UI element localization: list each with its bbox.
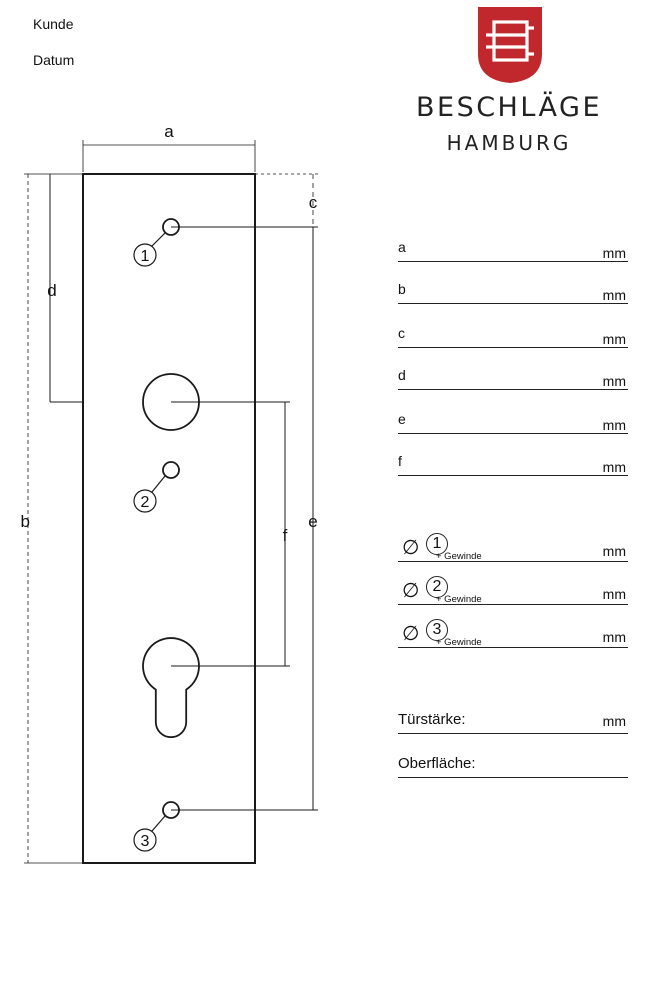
thread-note: + Gewinde bbox=[436, 551, 482, 562]
hole-1 bbox=[162, 218, 180, 236]
dim-label-c: c bbox=[309, 193, 318, 212]
datum-label: Datum bbox=[33, 52, 75, 68]
field-d-label: d bbox=[398, 367, 406, 383]
field-c-label: c bbox=[398, 325, 405, 341]
field-f-label: f bbox=[398, 453, 402, 469]
field-e-unit: mm bbox=[602, 417, 626, 433]
diameter-symbol-icon: ∅ bbox=[402, 537, 420, 559]
diameter-symbol-icon: ∅ bbox=[402, 623, 420, 645]
field-a-label: a bbox=[398, 239, 406, 255]
hole-number-3: 3 bbox=[141, 833, 150, 850]
hole-number-1: 1 bbox=[141, 248, 150, 265]
escutcheon-drawing: a b c d e f 1 2 3 bbox=[21, 122, 318, 864]
hole-number-2: 2 bbox=[141, 494, 150, 511]
diameter-field-2[interactable]: ∅ 2 + Gewinde mm bbox=[398, 574, 628, 605]
door-thickness-label: Türstärke: bbox=[398, 711, 466, 728]
handle-hole bbox=[142, 373, 200, 431]
diameter-unit: mm bbox=[602, 586, 626, 602]
diameter-field-1[interactable]: ∅ 1 + Gewinde mm bbox=[398, 531, 628, 562]
dim-label-e: e bbox=[308, 512, 317, 531]
field-f-unit: mm bbox=[602, 459, 626, 475]
thread-note: + Gewinde bbox=[436, 637, 482, 648]
hole-2 bbox=[162, 461, 180, 479]
dim-label-b: b bbox=[21, 512, 30, 531]
dim-label-d: d bbox=[47, 281, 56, 300]
field-b-label: b bbox=[398, 281, 406, 297]
diameter-number-2: 2 bbox=[426, 576, 448, 598]
dim-label-a: a bbox=[164, 122, 174, 141]
diameter-unit: mm bbox=[602, 629, 626, 645]
field-e-label: e bbox=[398, 411, 406, 427]
diameter-symbol-icon: ∅ bbox=[402, 580, 420, 602]
brand-city: HAMBURG bbox=[446, 131, 572, 155]
kunde-label: Kunde bbox=[33, 16, 74, 32]
brand-name: BESCHLÄGE bbox=[415, 92, 603, 123]
field-f[interactable]: f mm bbox=[398, 453, 628, 476]
door-thickness-unit: mm bbox=[602, 713, 626, 729]
field-a[interactable]: a mm bbox=[398, 239, 628, 262]
diameter-number-1: 1 bbox=[426, 533, 448, 555]
field-d[interactable]: d mm bbox=[398, 367, 628, 390]
field-b-unit: mm bbox=[602, 287, 626, 303]
field-c[interactable]: c mm bbox=[398, 325, 628, 348]
field-c-unit: mm bbox=[602, 331, 626, 347]
dim-label-f: f bbox=[283, 526, 288, 545]
surface-label: Oberfläche: bbox=[398, 755, 476, 772]
diameter-unit: mm bbox=[602, 543, 626, 559]
plate-outline bbox=[82, 173, 256, 864]
field-b[interactable]: b mm bbox=[398, 281, 628, 304]
field-a-unit: mm bbox=[602, 245, 626, 261]
door-thickness-field[interactable]: Türstärke: mm bbox=[398, 711, 628, 734]
shield-logo-icon bbox=[477, 6, 543, 84]
diameter-field-3[interactable]: ∅ 3 + Gewinde mm bbox=[398, 617, 628, 648]
field-d-unit: mm bbox=[602, 373, 626, 389]
hole-3 bbox=[162, 801, 180, 819]
cylinder-cutout bbox=[142, 637, 200, 739]
field-e[interactable]: e mm bbox=[398, 411, 628, 434]
thread-note: + Gewinde bbox=[436, 594, 482, 605]
diameter-number-3: 3 bbox=[426, 619, 448, 641]
surface-field[interactable]: Oberfläche: bbox=[398, 755, 628, 778]
